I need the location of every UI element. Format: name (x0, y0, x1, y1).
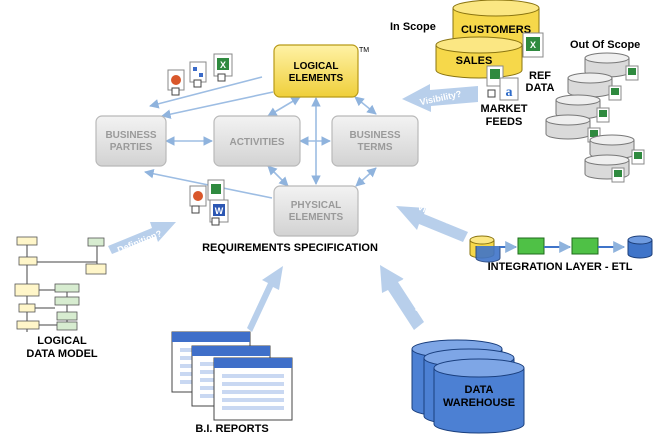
requirements-specification-title: REQUIREMENTS SPECIFICATION (202, 242, 378, 254)
data-warehouse-line1: DATA (465, 384, 494, 396)
etl-flow (469, 235, 653, 263)
logical-elements-box[interactable]: LOGICAL ELEMENTS (273, 44, 359, 98)
physical-elements-line1: PHYSICAL (291, 200, 342, 211)
logical-data-model-line1: LOGICAL (37, 335, 87, 347)
etl-step-2 (571, 237, 599, 255)
connector-terms-physical (355, 167, 377, 187)
trademark-mark: TM (359, 47, 369, 54)
logical-data-model-entities (14, 236, 107, 331)
market-feeds-line1: MARKET (480, 103, 527, 115)
logical-elements-line1: LOGICAL (294, 61, 339, 72)
visibility-arrow-dw: Visibility? (380, 265, 429, 330)
report-sheet-3 (213, 357, 293, 421)
svg-text:X: X (530, 40, 536, 50)
market-feeds-icons: a (486, 65, 519, 101)
data-warehouse-line2: WAREHOUSE (443, 397, 515, 409)
document-icons-top: X (167, 53, 233, 96)
connectors (144, 76, 377, 199)
ref-data-line1: REF (529, 70, 551, 82)
sales-database[interactable]: SALES (435, 36, 523, 79)
bi-reports-icon (171, 331, 293, 421)
connector-logical-to-docs (149, 76, 263, 109)
out-of-scope-label: Out Of Scope (570, 39, 640, 51)
word-doc-icon: W (209, 199, 229, 223)
business-parties-line1: BUSINESS (105, 130, 156, 141)
ref-data-line2: DATA (526, 82, 555, 94)
business-terms-line2: TERMS (358, 142, 393, 153)
excel-doc-icon: X (213, 53, 233, 77)
data-warehouse-database[interactable]: DATA WAREHOUSE (411, 339, 525, 434)
physical-elements-box[interactable]: PHYSICAL ELEMENTS (273, 185, 359, 237)
out-of-scope-db-2 (567, 72, 622, 101)
shortcut-arrow-icon (171, 73, 226, 96)
document-icons-bottom: W (189, 179, 229, 226)
connector-logical-terms (354, 96, 377, 115)
in-scope-label: In Scope (390, 21, 436, 33)
connector-logical-activities (267, 96, 301, 117)
business-parties-box[interactable]: BUSINESS PARTIES (95, 115, 167, 167)
logical-data-model-line2: DATA MODEL (26, 348, 98, 360)
business-terms-box[interactable]: BUSINESS TERMS (331, 115, 419, 167)
activities-box[interactable]: ACTIVITIES (213, 115, 301, 167)
connector-activities-physical (267, 165, 289, 187)
ref-data-excel-icon: X (522, 32, 544, 58)
etl-source-database (469, 235, 501, 263)
out-of-scope-db-3 (555, 94, 610, 123)
etl-target-database (627, 235, 653, 259)
customers-label: CUSTOMERS (461, 24, 531, 36)
svg-text:W: W (215, 206, 224, 216)
physical-elements-line2: ELEMENTS (289, 212, 344, 223)
market-feeds-line2: FEEDS (486, 116, 523, 128)
powerpoint-doc-icon-2 (189, 185, 207, 207)
definition-arrow: Definition? (108, 222, 176, 255)
visibility-arrow-etl: Visibility? (396, 202, 468, 242)
visio-doc-icon (189, 61, 207, 83)
activities-label: ACTIVITIES (229, 137, 284, 148)
svg-text:a: a (506, 85, 513, 100)
business-terms-line1: BUSINESS (349, 130, 400, 141)
shortcut-arrow-icon-2 (191, 205, 220, 226)
visibility-arrow-sources: Visibility? (402, 84, 478, 112)
logical-elements-line2: ELEMENTS (289, 73, 344, 84)
svg-text:X: X (220, 60, 226, 70)
bi-reports-label: B.I. REPORTS (195, 423, 268, 435)
out-of-scope-db-6 (584, 154, 630, 183)
etl-step-1 (517, 237, 545, 255)
sales-label: SALES (456, 55, 493, 67)
visibility-arrow-reports: Visibility? (247, 266, 291, 332)
out-of-scope-db-5 (589, 134, 645, 165)
powerpoint-doc-icon (167, 69, 185, 91)
business-parties-line2: PARTIES (110, 142, 153, 153)
integration-layer-label: INTEGRATION LAYER - ETL (488, 261, 633, 273)
excel-doc-icon-2 (207, 179, 225, 201)
connector-logical-to-parties (161, 91, 274, 119)
